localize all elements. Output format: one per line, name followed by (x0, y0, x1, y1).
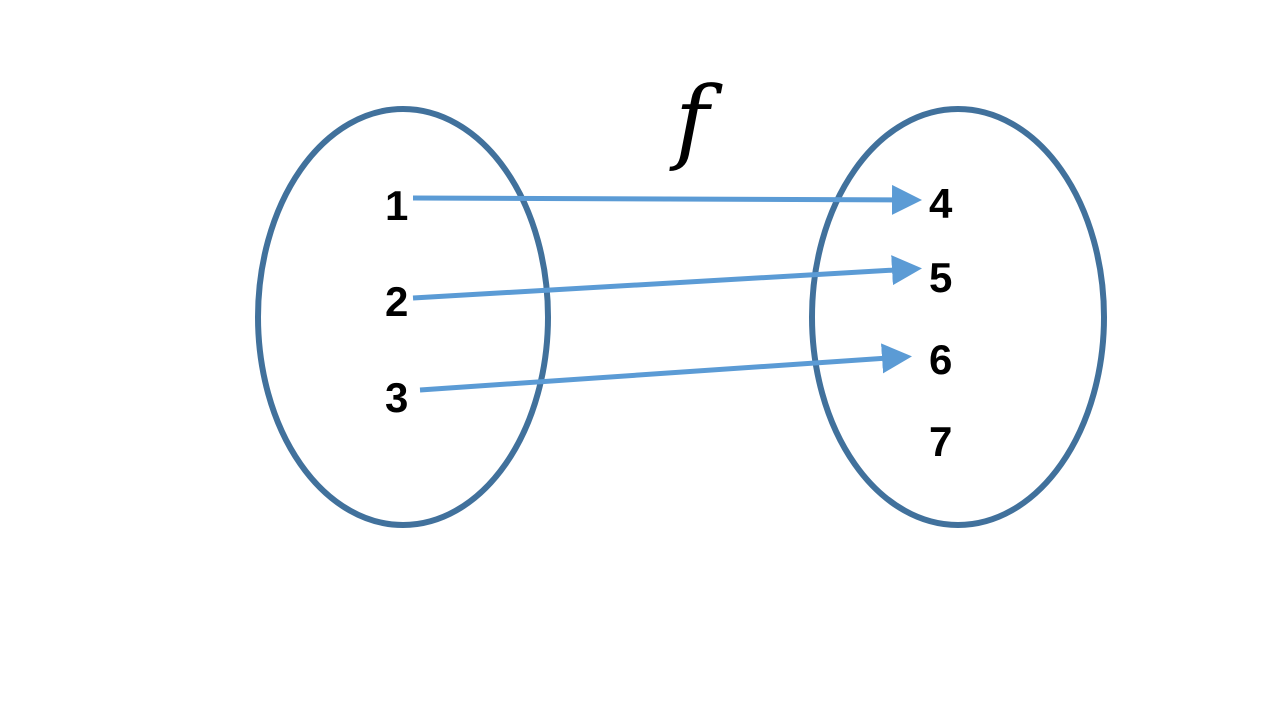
codomain-element-6: 6 (929, 336, 952, 383)
function-label: f (669, 67, 723, 174)
codomain-element-5: 5 (929, 254, 952, 301)
codomain-element-4: 4 (929, 180, 953, 227)
domain-element-1: 1 (385, 182, 408, 229)
domain-set-ellipse (255, 106, 551, 528)
domain-element-2: 2 (385, 278, 408, 325)
arrow-1-to-4 (412, 184, 922, 215)
arrow-2-to-5 (412, 255, 922, 301)
domain-element-3: 3 (385, 374, 408, 421)
codomain-element-7: 7 (929, 418, 952, 465)
codomain-set-ellipse (809, 106, 1107, 528)
arrow-3-to-6 (419, 343, 912, 393)
